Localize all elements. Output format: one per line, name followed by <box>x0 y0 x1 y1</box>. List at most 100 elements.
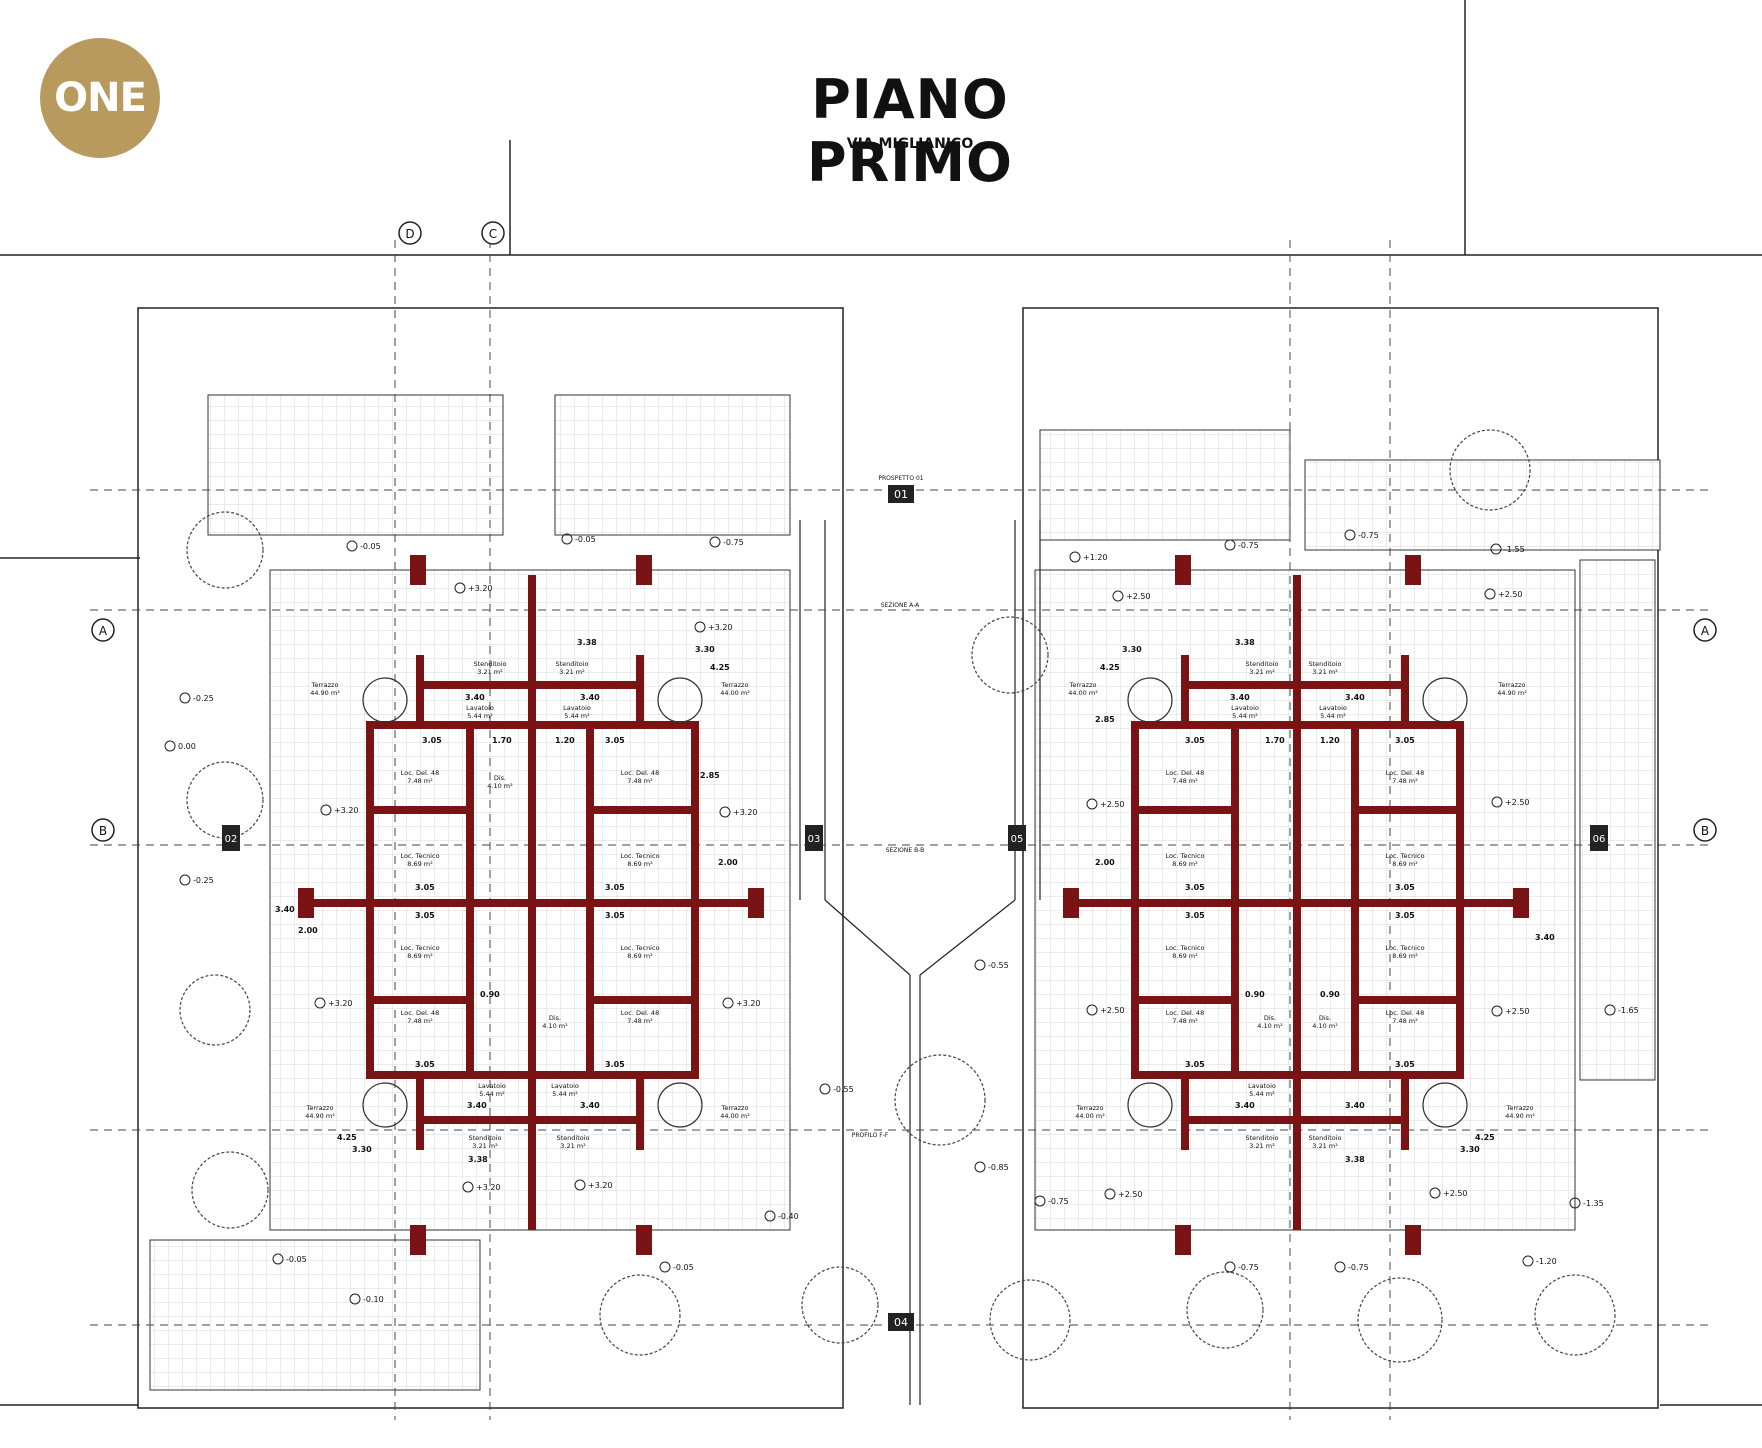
svg-text:+3.20: +3.20 <box>588 1181 613 1190</box>
svg-text:+3.20: +3.20 <box>476 1183 501 1192</box>
room-label: Terrazzo <box>1506 1104 1534 1112</box>
room-label: Lavatoio <box>551 1082 579 1090</box>
level-marker: +2.50 <box>1086 1004 1125 1016</box>
level-marker: +3.20 <box>462 1181 501 1193</box>
tree-icon <box>894 1054 986 1146</box>
level-marker: -0.05 <box>659 1261 694 1273</box>
level-marker: +3.20 <box>719 806 758 818</box>
room-label: Loc. Tecnico <box>620 852 659 860</box>
room-label: Loc. Del. 48 <box>401 1009 439 1017</box>
svg-text:+2.50: +2.50 <box>1126 592 1151 601</box>
room-label: Lavatoio <box>1231 704 1259 712</box>
room-label: Dis. <box>494 774 506 782</box>
room-label: Stenditoio <box>556 1134 589 1142</box>
svg-text:-0.10: -0.10 <box>363 1295 384 1304</box>
room-area: 44.00 m² <box>720 1112 750 1120</box>
level-marker: -1.55 <box>1490 543 1525 555</box>
room-label: Loc. Del. 48 <box>1166 769 1204 777</box>
room-area: 7.48 m² <box>1392 777 1418 785</box>
room-area: 8.69 m² <box>1172 952 1198 960</box>
room-area: 5.44 m² <box>1232 712 1258 720</box>
room-label: Loc. Del. 48 <box>621 769 659 777</box>
room-area: 5.44 m² <box>479 1090 505 1098</box>
spiral-stair-icon <box>1127 1082 1173 1128</box>
dimension: 3.05 <box>605 1060 625 1069</box>
svg-text:+2.50: +2.50 <box>1443 1189 1468 1198</box>
room-labels-right: Terrazzo 44.00 m² Terrazzo 44.90 m² Terr… <box>1068 660 1535 1150</box>
dimension: 3.40 <box>1235 1101 1255 1110</box>
grid-marker-a-right: A <box>1693 618 1717 642</box>
dimension: 3.05 <box>1185 736 1205 745</box>
svg-text:-0.05: -0.05 <box>360 542 381 551</box>
room-label: Loc. Tecnico <box>1165 852 1204 860</box>
page-subtitle: VIA MIGLIANICO <box>846 136 974 152</box>
room-area: 44.00 m² <box>1068 689 1098 697</box>
level-marker: -0.55 <box>819 1083 854 1095</box>
room-label: Dis. <box>549 1014 561 1022</box>
grid-marker-a-left: A <box>91 618 115 642</box>
room-labels-left: Terrazzo 44.90 m² Terrazzo 44.00 m² Terr… <box>305 660 750 1150</box>
room-area: 8.69 m² <box>407 860 433 868</box>
svg-text:-0.75: -0.75 <box>1348 1263 1369 1272</box>
room-area: 7.48 m² <box>407 1017 433 1025</box>
dimension: 3.05 <box>605 911 625 920</box>
grid-marker-b-left: B <box>91 818 115 842</box>
svg-text:+2.50: +2.50 <box>1100 1006 1125 1015</box>
dimension: 1.20 <box>555 736 575 745</box>
dimension: 3.05 <box>1395 1060 1415 1069</box>
svg-text:0.00: 0.00 <box>178 742 196 751</box>
level-marker: +2.50 <box>1429 1187 1468 1199</box>
room-area: 3.21 m² <box>477 668 503 676</box>
level-marker: +2.50 <box>1491 796 1530 808</box>
room-area: 3.21 m² <box>559 668 585 676</box>
svg-text:-1.55: -1.55 <box>1504 545 1525 554</box>
room-area: 5.44 m² <box>552 1090 578 1098</box>
svg-text:B: B <box>99 824 107 838</box>
room-area: 7.48 m² <box>1392 1017 1418 1025</box>
room-label: Stenditoio <box>1308 1134 1341 1142</box>
svg-text:-1.65: -1.65 <box>1618 1006 1639 1015</box>
svg-text:-0.75: -0.75 <box>1238 1263 1259 1272</box>
room-label: Stenditoio <box>473 660 506 668</box>
dimension: 3.38 <box>1235 638 1255 647</box>
level-marker: -1.20 <box>1522 1255 1557 1267</box>
room-label: Loc. Tecnico <box>400 944 439 952</box>
svg-text:-1.20: -1.20 <box>1536 1257 1557 1266</box>
svg-text:-0.75: -0.75 <box>1238 541 1259 550</box>
svg-text:+2.50: +2.50 <box>1505 1007 1530 1016</box>
page-title: PIANO PRIMO <box>807 68 1013 194</box>
svg-text:+2.50: +2.50 <box>1505 798 1530 807</box>
spiral-stair-icon <box>362 677 408 723</box>
dimension: 1.70 <box>492 736 512 745</box>
section-marker-01: 01 PROSPETTO 01 <box>878 475 924 503</box>
dimension: 3.30 <box>1122 645 1142 654</box>
dimension: 3.05 <box>1395 736 1415 745</box>
dimension: 2.00 <box>1095 858 1115 867</box>
dimension: 3.40 <box>467 1101 487 1110</box>
level-marker: +3.20 <box>722 997 761 1009</box>
level-marker: -0.75 <box>1224 539 1259 551</box>
spiral-stair-icon <box>657 677 703 723</box>
svg-text:-0.75: -0.75 <box>723 538 744 547</box>
svg-text:+3.20: +3.20 <box>468 584 493 593</box>
axis-lines <box>90 240 1710 1420</box>
sezione-aa-label: SEZIONE A-A <box>881 602 920 609</box>
room-label: Stenditoio <box>1245 660 1278 668</box>
room-area: 44.90 m² <box>305 1112 335 1120</box>
room-label: Lavatoio <box>563 704 591 712</box>
svg-text:A: A <box>99 624 108 638</box>
room-label: Stenditoio <box>1245 1134 1278 1142</box>
spiral-stair-icon <box>1422 1082 1468 1128</box>
svg-text:-0.05: -0.05 <box>575 535 596 544</box>
level-marker: -0.75 <box>1224 1261 1259 1273</box>
level-marker: +3.20 <box>320 804 359 816</box>
level-marker: -0.75 <box>1034 1195 1069 1207</box>
room-area: 5.44 m² <box>1320 712 1346 720</box>
dimension: 3.05 <box>605 883 625 892</box>
level-marker: +2.50 <box>1104 1188 1143 1200</box>
room-label: Loc. Del. 48 <box>1386 1009 1424 1017</box>
svg-text:-1.35: -1.35 <box>1583 1199 1604 1208</box>
room-area: 8.69 m² <box>627 952 653 960</box>
room-area: 8.69 m² <box>407 952 433 960</box>
svg-text:+2.50: +2.50 <box>1100 800 1125 809</box>
